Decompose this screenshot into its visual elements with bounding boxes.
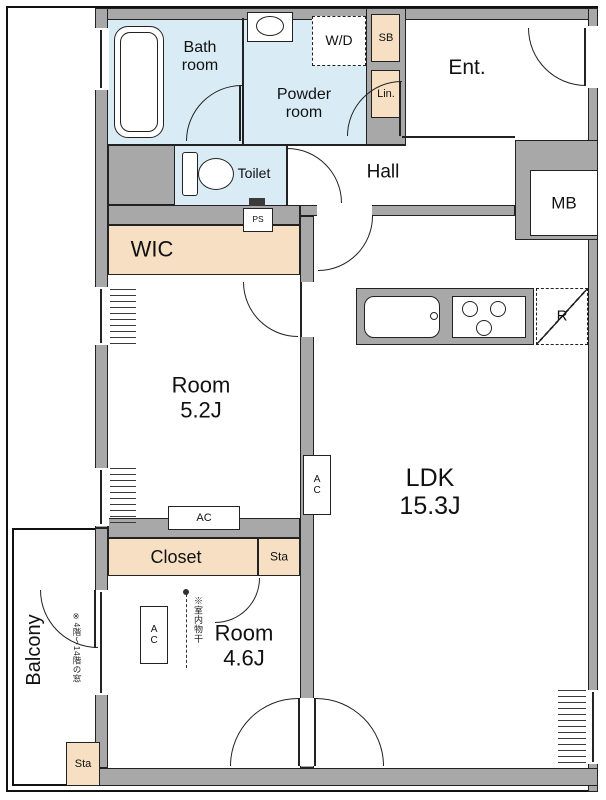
- washer-dryer-label: W/D: [325, 32, 353, 49]
- window-glass: [100, 592, 102, 693]
- wall-hall-ldk: [300, 205, 515, 216]
- door-gap-room46-ldk: [299, 698, 315, 766]
- bathroom-label-line2: room: [181, 57, 219, 74]
- room46-label-line1: Room: [214, 620, 274, 646]
- wic-box: [108, 225, 300, 275]
- refrigerator-label: R: [556, 307, 568, 325]
- window-glass: [592, 692, 594, 762]
- shoe-box-label: SB: [378, 31, 394, 44]
- window-gap-room52-top: [94, 287, 109, 345]
- wall-toilet-left: [108, 145, 175, 205]
- sta-indoor-label: Sta: [269, 549, 289, 564]
- powder-door-leaf: [399, 81, 401, 136]
- bathroom-label-line1: Bath: [183, 39, 217, 57]
- pipe-space-label: PS: [252, 214, 264, 225]
- washbasin-bowl: [256, 16, 284, 36]
- meter-box: [530, 170, 598, 236]
- powder-label-line1: Powder: [276, 86, 332, 104]
- burner: [490, 301, 506, 317]
- refrigerator-diagonal: [536, 288, 588, 345]
- room52-label-line2: 5.2J: [180, 397, 222, 422]
- balcony-label: Balcony: [22, 614, 45, 686]
- shoe-box: [371, 14, 400, 62]
- bath-door-leaf: [239, 85, 241, 141]
- wic-label: WIC: [130, 236, 174, 262]
- toilet-tank: [182, 152, 198, 196]
- bathtub: [114, 26, 164, 138]
- toilet-door-leaf: [286, 148, 288, 203]
- window-hatch-ldk: [558, 690, 586, 764]
- intercom-panel: [249, 198, 265, 206]
- linen-label: Lin.: [377, 87, 395, 100]
- entrance-step-line: [402, 136, 515, 138]
- bathtub-inner: [120, 32, 158, 132]
- door-gap-room52: [299, 282, 315, 337]
- partition-bath-powder: [242, 18, 244, 145]
- window-glass: [100, 470, 102, 524]
- washer-dryer-space: [312, 16, 366, 66]
- window-hatch-room52-top: [110, 289, 136, 345]
- room46-label-line2: 4.6J: [223, 645, 265, 670]
- window-glass: [100, 289, 102, 343]
- sta-balcony-box: [66, 742, 100, 786]
- sta-indoor-box: [258, 538, 300, 576]
- laundry-pole-line: [186, 594, 187, 668]
- pipe-space-box: [243, 208, 273, 232]
- partition-wet-row: [108, 144, 406, 146]
- wall-bottom: [95, 768, 598, 786]
- faucet: [430, 312, 438, 320]
- window-gap-room52-bottom: [94, 468, 109, 526]
- ac-box-room52: [168, 506, 240, 530]
- ac-label-room52: AC: [196, 511, 212, 524]
- burner: [462, 301, 478, 317]
- toilet-bowl: [198, 158, 234, 190]
- indoor-drying-note: ※室内物干: [193, 596, 203, 644]
- room52-door-leaf: [300, 282, 302, 337]
- ac-label-ldk: AC: [311, 474, 323, 496]
- front-door-gap: [587, 26, 599, 88]
- wall-right: [588, 8, 598, 792]
- laundry-pole-dot: [183, 589, 189, 595]
- hall-label: Hall: [366, 161, 400, 183]
- ac-label-room46: AC: [148, 624, 160, 646]
- wall-left-upper: [95, 8, 108, 528]
- balcony-door-leaf: [94, 590, 96, 648]
- window-gap-bath: [94, 28, 109, 90]
- door-gap-hall-ldk: [317, 204, 372, 217]
- closet-box: [108, 538, 258, 576]
- balcony-window-note: ※4階〜14階の窓: [72, 612, 82, 684]
- sta-balcony-label: Sta: [74, 757, 92, 770]
- window-glass: [100, 30, 102, 88]
- front-door-leaf: [584, 28, 586, 86]
- window-hatch-room52-bottom: [110, 468, 136, 524]
- kitchen-sink: [364, 296, 440, 338]
- ac-box-ldk: [303, 455, 331, 515]
- meter-box-label: MB: [551, 193, 577, 213]
- room46-door-leaf: [298, 698, 300, 766]
- burner: [476, 320, 492, 336]
- entrance-label: Ent.: [448, 56, 486, 80]
- ldk-label-line1: LDK: [405, 464, 455, 492]
- ac-box-room46: [140, 606, 168, 664]
- room52-label-line1: Room: [171, 372, 231, 398]
- powder-label-line2: room: [285, 104, 323, 121]
- toilet-label: Toilet: [237, 165, 271, 182]
- ldk-south-door-leaf: [314, 698, 316, 766]
- closet-label: Closet: [150, 546, 202, 567]
- ldk-label-line2: 15.3J: [399, 492, 461, 520]
